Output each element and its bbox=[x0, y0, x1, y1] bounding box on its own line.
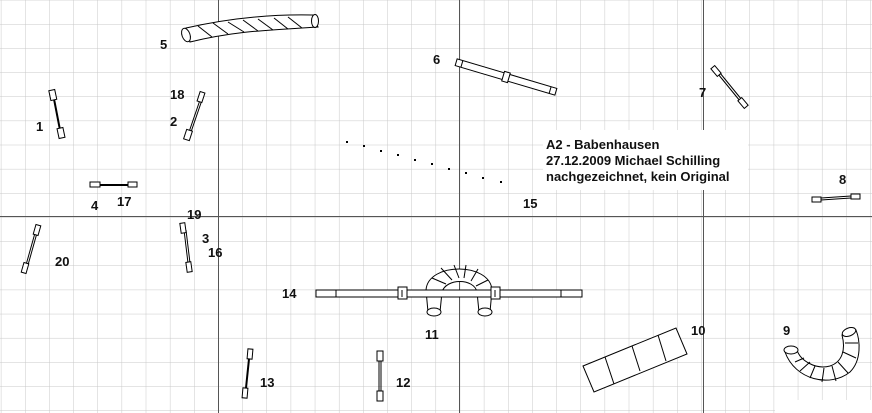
label-16: 16 bbox=[208, 245, 222, 260]
dogwalk-14[interactable] bbox=[315, 286, 583, 300]
label-7: 7 bbox=[699, 85, 706, 100]
label-15: 15 bbox=[523, 196, 537, 211]
tunnel-5[interactable] bbox=[180, 14, 319, 43]
label-11: 11 bbox=[425, 327, 439, 342]
weave-poles-15[interactable] bbox=[346, 141, 502, 183]
jump-1[interactable] bbox=[48, 88, 66, 140]
jump-7[interactable] bbox=[710, 64, 749, 110]
jump-3-16-19[interactable] bbox=[179, 222, 193, 273]
label-12: 12 bbox=[396, 375, 410, 390]
jump-8[interactable] bbox=[811, 193, 861, 203]
label-3: 3 bbox=[202, 231, 209, 246]
jump-2-18[interactable] bbox=[182, 90, 206, 142]
label-10: 10 bbox=[691, 323, 705, 338]
jump-20[interactable] bbox=[20, 223, 42, 275]
label-9: 9 bbox=[783, 323, 790, 338]
jump-4-17[interactable] bbox=[89, 181, 138, 188]
blank-corner bbox=[775, 400, 872, 413]
seesaw-6[interactable] bbox=[454, 57, 558, 96]
jump-13[interactable] bbox=[241, 348, 254, 399]
label-14: 14 bbox=[282, 286, 297, 301]
note-remark: nachgezeichnet, kein Original bbox=[546, 169, 730, 184]
tunnel-9[interactable] bbox=[783, 326, 860, 383]
label-19: 19 bbox=[187, 207, 201, 222]
aframe-10[interactable] bbox=[582, 327, 688, 393]
label-4: 4 bbox=[91, 198, 99, 213]
label-1: 1 bbox=[36, 119, 43, 134]
label-2: 2 bbox=[170, 114, 177, 129]
label-20: 20 bbox=[55, 254, 69, 269]
jump-12[interactable] bbox=[376, 350, 384, 402]
tunnel-11[interactable] bbox=[425, 264, 493, 317]
label-17: 17 bbox=[117, 194, 131, 209]
note-title: A2 - Babenhausen bbox=[546, 137, 659, 152]
label-13: 13 bbox=[260, 375, 274, 390]
label-5: 5 bbox=[160, 37, 167, 52]
label-8: 8 bbox=[839, 172, 846, 187]
note-background bbox=[543, 130, 748, 190]
label-18: 18 bbox=[170, 87, 184, 102]
note-author: 27.12.2009 Michael Schilling bbox=[546, 153, 720, 168]
label-6: 6 bbox=[433, 52, 440, 67]
